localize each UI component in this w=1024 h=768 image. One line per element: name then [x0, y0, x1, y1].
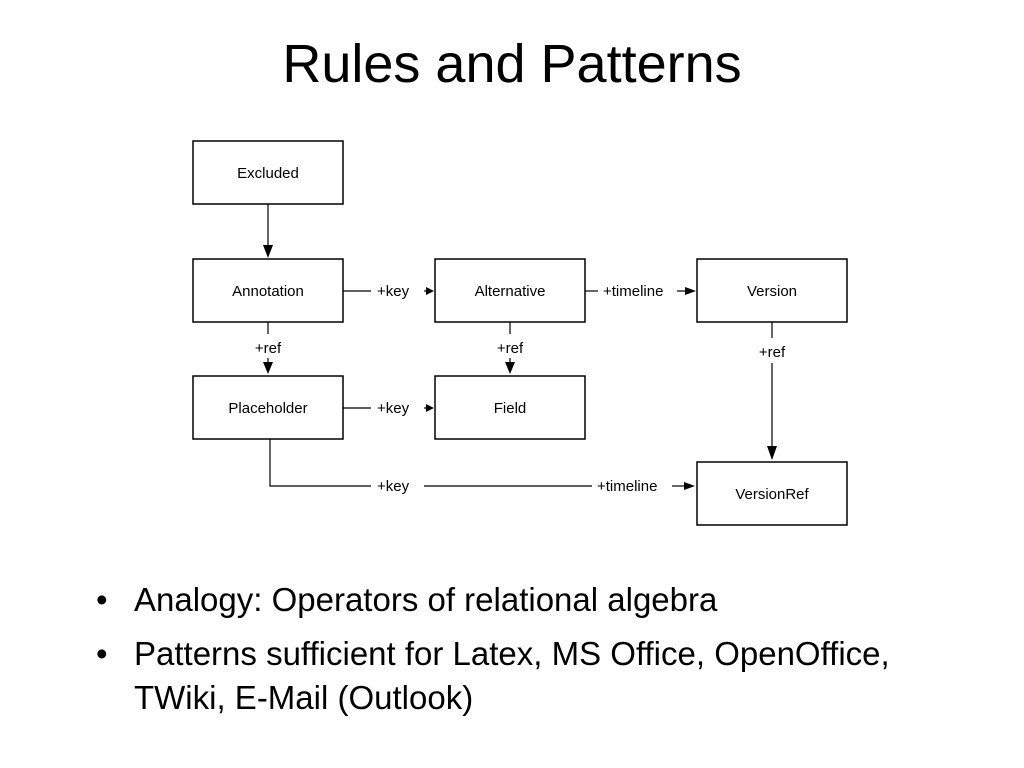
node-excluded-label: Excluded	[237, 165, 299, 182]
edge-annotation-alternative: +key	[343, 283, 434, 300]
edge-version-versionref: +ref	[759, 322, 786, 460]
arrowhead-icon	[426, 287, 434, 295]
node-field-label: Field	[494, 400, 527, 417]
arrowhead-icon	[684, 482, 695, 490]
edge-alternative-field: +ref	[497, 322, 524, 374]
node-excluded: Excluded	[192, 140, 344, 205]
edge-label-key: +key	[377, 283, 410, 300]
node-annotation: Annotation	[192, 258, 344, 323]
edge-label-key: +key	[377, 478, 410, 495]
bullet-text: Analogy: Operators of relational algebra	[134, 581, 718, 618]
bullet-text: Patterns sufficient for Latex, MS Office…	[134, 635, 890, 716]
slide-title: Rules and Patterns	[282, 34, 742, 94]
node-alternative-label: Alternative	[475, 283, 546, 300]
edge-label-ref: +ref	[497, 340, 524, 357]
node-placeholder-label: Placeholder	[228, 400, 307, 417]
edge-annotation-placeholder: +ref	[255, 322, 282, 374]
edge-label-key: +key	[377, 400, 410, 417]
node-versionref: VersionRef	[696, 461, 848, 526]
edge-placeholder-field: +key	[343, 400, 434, 417]
edge-label-ref: +ref	[255, 340, 282, 357]
edge-placeholder-versionref: +key +timeline	[269, 439, 695, 495]
bullet-item: • Analogy: Operators of relational algeb…	[96, 578, 976, 622]
arrowhead-icon	[685, 287, 696, 295]
node-alternative: Alternative	[434, 258, 586, 323]
bullet-icon: •	[96, 635, 108, 672]
node-versionref-label: VersionRef	[735, 486, 809, 503]
edge-label-ref: +ref	[759, 344, 786, 361]
edge-alternative-version: +timeline	[585, 283, 696, 300]
bullet-icon: •	[96, 581, 108, 618]
arrowhead-icon	[426, 404, 434, 412]
node-version: Version	[696, 258, 848, 323]
bullet-list: • Analogy: Operators of relational algeb…	[96, 578, 976, 730]
node-field: Field	[434, 375, 586, 440]
arrowhead-icon	[505, 362, 515, 374]
node-placeholder: Placeholder	[192, 375, 344, 440]
edge-label-timeline: +timeline	[603, 283, 663, 300]
node-annotation-label: Annotation	[232, 283, 304, 300]
arrowhead-icon	[263, 362, 273, 374]
edge-label-timeline: +timeline	[597, 478, 657, 495]
bullet-item: • Patterns sufficient for Latex, MS Offi…	[96, 632, 976, 720]
node-version-label: Version	[747, 283, 797, 300]
arrowhead-icon	[263, 245, 273, 258]
edge-excluded-annotation	[263, 204, 273, 258]
arrowhead-icon	[767, 446, 777, 460]
